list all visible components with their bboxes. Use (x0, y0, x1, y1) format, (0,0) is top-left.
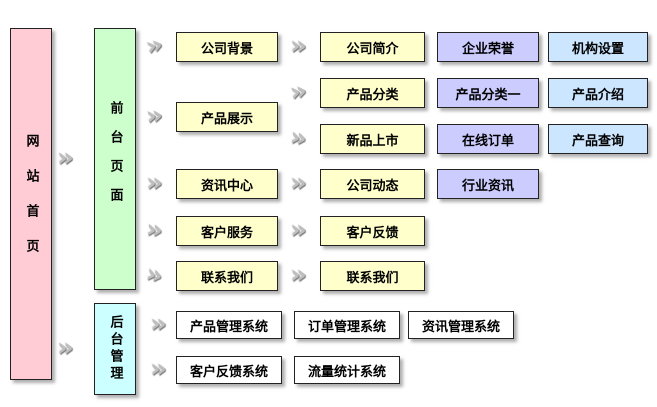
node-industry-news: 行业资讯 (437, 169, 539, 199)
node-contact-us: 联系我们 (176, 261, 278, 291)
node-product-display: 产品展示 (176, 102, 278, 132)
arrow-right-icon: » (287, 75, 310, 109)
node-new-products: 新品上市 (320, 124, 425, 154)
node-feedback-system: 客户反馈系统 (176, 356, 282, 384)
arrow-right-icon: » (143, 258, 166, 292)
arrow-right-icon: » (57, 143, 74, 173)
node-info-center: 资讯中心 (176, 169, 278, 199)
node-site-home: 网站首页 (10, 28, 52, 380)
arrow-right-icon: » (146, 168, 163, 198)
node-customer-service: 客户服务 (176, 216, 278, 246)
node-product-search: 产品查询 (548, 124, 648, 154)
arrow-right-icon: » (150, 309, 167, 339)
arrow-right-icon: » (290, 168, 307, 198)
arrow-right-icon: » (290, 260, 307, 290)
node-product-categories: 产品分类 (320, 78, 425, 108)
arrow-right-icon: » (290, 31, 307, 61)
node-customer-feedback: 客户反馈 (320, 216, 425, 246)
node-corporate-honors: 企业荣誉 (437, 32, 539, 62)
node-organization-setup: 机构设置 (548, 32, 648, 62)
node-product-category-one: 产品分类一 (437, 78, 539, 108)
node-backend-admin: 后台管理 (94, 303, 136, 395)
node-frontend-pages: 前台页面 (94, 28, 136, 290)
node-order-mgmt-system: 订单管理系统 (294, 311, 400, 339)
node-info-mgmt-system: 资讯管理系统 (408, 311, 514, 339)
node-traffic-stats-system: 流量统计系统 (294, 356, 400, 384)
node-company-news: 公司动态 (320, 169, 425, 199)
node-product-introduction: 产品介绍 (548, 78, 648, 108)
node-company-profile: 公司简介 (320, 32, 425, 62)
node-contact-us-page: 联系我们 (320, 261, 425, 291)
arrow-right-icon: » (290, 215, 307, 245)
arrow-right-icon: » (144, 214, 165, 246)
arrow-right-icon: » (287, 121, 309, 155)
node-product-mgmt-system: 产品管理系统 (176, 311, 282, 339)
node-company-background: 公司背景 (176, 32, 278, 62)
node-online-orders: 在线订单 (437, 124, 539, 154)
arrow-right-icon: » (144, 100, 165, 132)
arrow-right-icon: » (150, 354, 167, 384)
arrow-right-icon: » (57, 333, 74, 363)
arrow-right-icon: » (142, 29, 167, 63)
